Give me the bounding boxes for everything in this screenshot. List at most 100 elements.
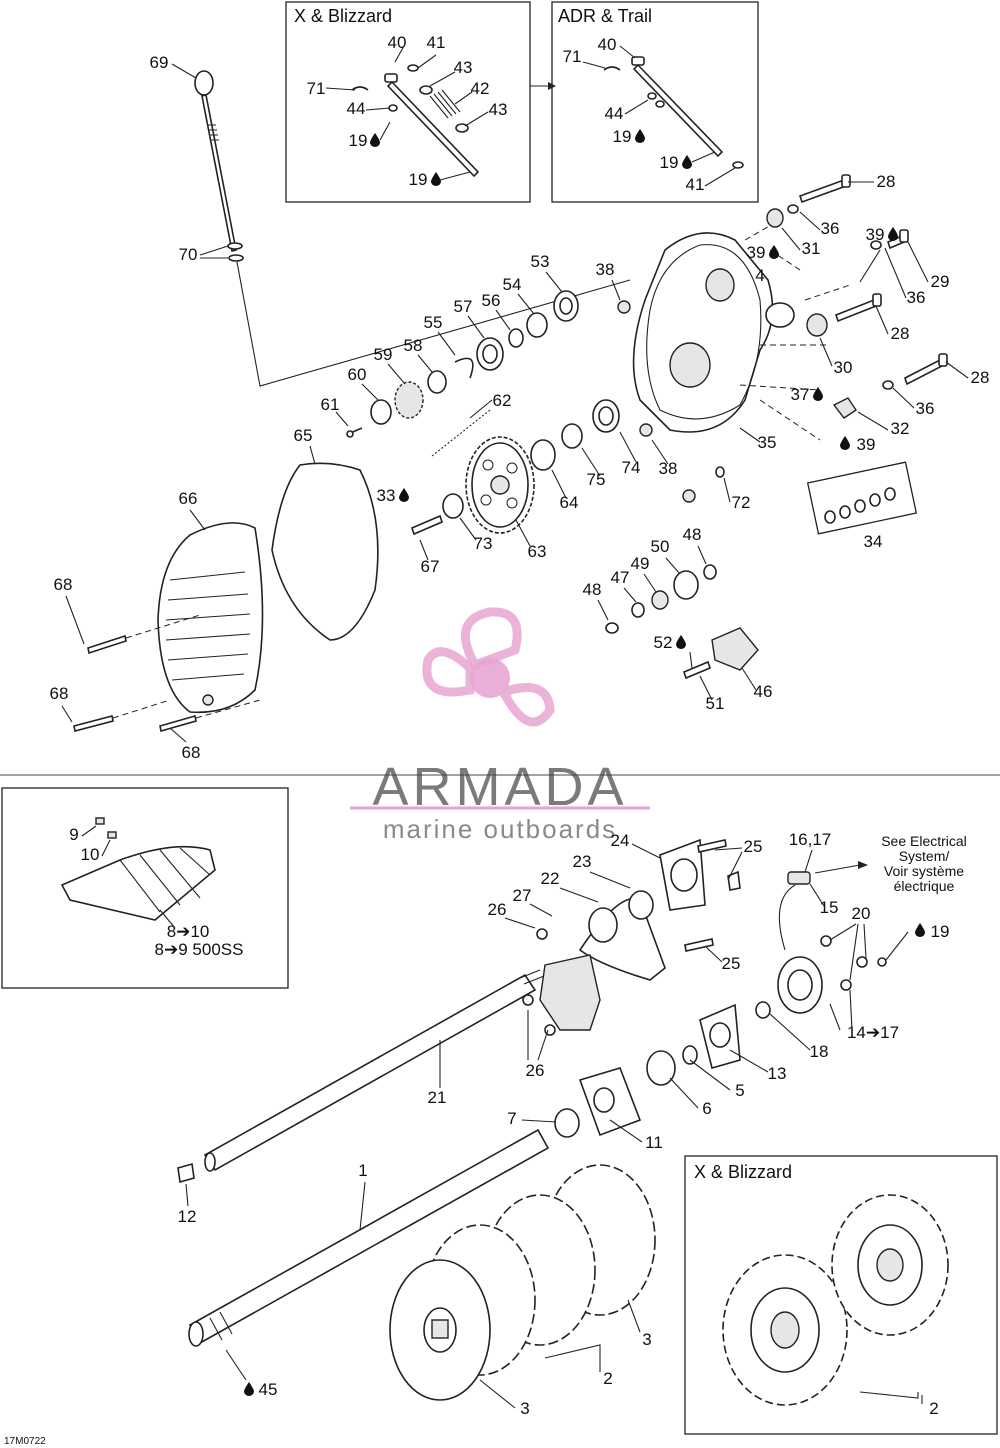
oil-drop-icon (244, 1382, 254, 1396)
label-68: 68 (54, 575, 73, 594)
leaders-track (81, 825, 176, 929)
label-52: 52 (654, 633, 673, 652)
label-22: 22 (541, 869, 560, 888)
label-74: 74 (622, 458, 641, 477)
shaft-21 (203, 969, 545, 1172)
label-5: 5 (735, 1081, 744, 1100)
label-40: 40 (388, 33, 407, 52)
label-39: 39 (857, 435, 876, 454)
bolts-28 (798, 174, 948, 386)
label-58: 58 (404, 336, 423, 355)
label-44: 44 (347, 99, 366, 118)
label-40: 40 (598, 35, 617, 54)
label-39: 39 (747, 243, 766, 262)
label-51: 51 (706, 694, 725, 713)
label-4: 4 (755, 266, 764, 285)
label-25: 25 (722, 954, 741, 973)
label-7: 7 (507, 1109, 516, 1128)
inset-box-track (1, 787, 289, 989)
label-10: 10 (81, 845, 100, 864)
leaders-tensioner (597, 545, 757, 701)
electrical-note-line1: See Electrical (881, 833, 967, 849)
oil-drop-icon (813, 387, 823, 401)
oil-drop-icon (915, 923, 925, 937)
label-12: 12 (178, 1207, 197, 1226)
label-64: 64 (560, 493, 579, 512)
label-21: 21 (428, 1088, 447, 1107)
label-38: 38 (659, 459, 678, 478)
washers-36 (766, 204, 894, 419)
label-49: 49 (631, 554, 650, 573)
label-33: 33 (377, 486, 396, 505)
label-34: 34 (864, 532, 883, 551)
label-41: 41 (427, 33, 446, 52)
label-36: 36 (821, 219, 840, 238)
oil-drop-icon (682, 155, 692, 169)
inset-title-x-blizzard-top: X & Blizzard (294, 6, 392, 26)
label-19: 19 (613, 127, 632, 146)
electrical-note-line4: électrique (894, 878, 955, 894)
shims-34 (806, 461, 918, 535)
label-67: 67 (421, 557, 440, 576)
bolt-67 (411, 514, 443, 536)
label-27: 27 (513, 886, 532, 905)
electrical-arrow (858, 861, 868, 869)
label-48: 48 (583, 580, 602, 599)
oil-drop-icon (399, 488, 409, 502)
label-75: 75 (587, 470, 606, 489)
label-39: 39 (866, 225, 885, 244)
leader-dashes-housing (739, 219, 851, 441)
bolts-68 (73, 634, 197, 733)
label-26: 26 (526, 1061, 545, 1080)
inset-box-x-blizzard-bottom (684, 1155, 998, 1435)
sprockets (346, 381, 424, 438)
leaders-dipstick (171, 63, 229, 259)
leaders-middle (189, 271, 669, 561)
leaders-top-right (582, 45, 736, 187)
leaders-top-left (325, 45, 489, 181)
label-19: 19 (931, 922, 950, 941)
label-71: 71 (563, 47, 582, 66)
oil-drop-icon (635, 129, 645, 143)
inset-box-x-blizzard-top (285, 1, 531, 203)
track-parts (60, 817, 216, 921)
shaft-1 (188, 1128, 550, 1347)
label-20: 20 (852, 904, 871, 923)
diagram-code: 17M0722 (4, 1436, 46, 1447)
label-19: 19 (660, 153, 679, 172)
oring (271, 462, 379, 641)
label-2: 2 (929, 1399, 938, 1418)
label-45: 45 (259, 1380, 278, 1399)
inset-title-x-blizzard-bottom: X & Blizzard (694, 1162, 792, 1182)
inset-box-adr-trail (551, 1, 759, 203)
leaders-drive (225, 1181, 923, 1409)
oil-drop-icon (769, 245, 779, 259)
bolts-bottom (522, 839, 741, 1036)
label-32: 32 (891, 419, 910, 438)
label-36: 36 (907, 288, 926, 307)
oil-drop-icon (431, 172, 441, 186)
label-19: 19 (409, 170, 428, 189)
label-56: 56 (482, 291, 501, 310)
label-41: 41 (686, 175, 705, 194)
label-8-10: 8➔10 (167, 922, 210, 941)
label-25: 25 (744, 837, 763, 856)
label-70: 70 (179, 245, 198, 264)
inset-shaft-parts (351, 64, 480, 178)
leaders-cover-bolts (61, 595, 187, 743)
label-38: 38 (596, 260, 615, 279)
label-42: 42 (471, 79, 490, 98)
tensioner-parts (605, 466, 759, 680)
label-9: 9 (69, 825, 78, 844)
label-43: 43 (454, 58, 473, 77)
label-24: 24 (611, 831, 630, 850)
label-50: 50 (651, 537, 670, 556)
label-30: 30 (834, 358, 853, 377)
label-54: 54 (503, 275, 522, 294)
dipstick (194, 70, 631, 387)
label-18: 18 (810, 1042, 829, 1061)
label-16-17: 16,17 (789, 830, 832, 849)
label-71: 71 (307, 79, 326, 98)
label-61: 61 (321, 395, 340, 414)
